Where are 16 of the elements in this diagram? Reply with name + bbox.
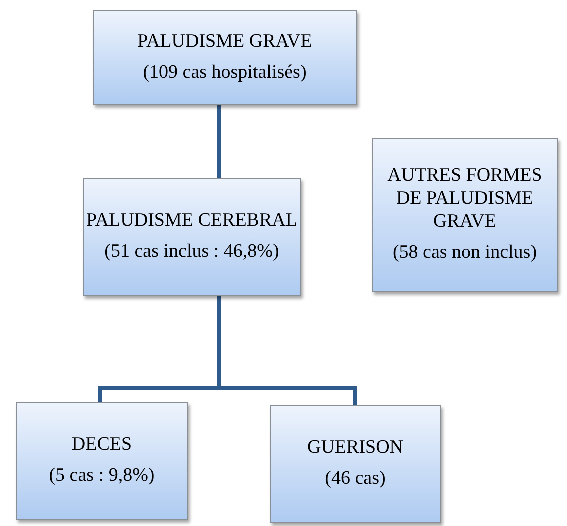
box-detail: (46 cas): [325, 468, 386, 491]
box-detail: (5 cas : 9,8%): [49, 465, 155, 488]
process-box: [372, 138, 558, 292]
process-box: [93, 10, 357, 105]
process-box: [16, 402, 188, 520]
box-detail: (58 cas non inclus): [392, 242, 538, 265]
box-title: PALUDISME GRAVE: [138, 30, 312, 54]
process-box: [270, 405, 441, 523]
box-detail: (51 cas inclus : 46,8%): [104, 241, 280, 264]
process-box: [83, 178, 301, 296]
box-title: GUERISON: [307, 437, 404, 460]
box-title: PALUDISME CEREBRAL: [86, 210, 298, 233]
connector-line: [217, 105, 221, 178]
box-detail: (109 cas hospitalisés): [143, 62, 307, 84]
box-title: DECES: [72, 434, 132, 457]
box-title: AUTRES FORMES DE PALUDISME GRAVE: [386, 165, 544, 234]
